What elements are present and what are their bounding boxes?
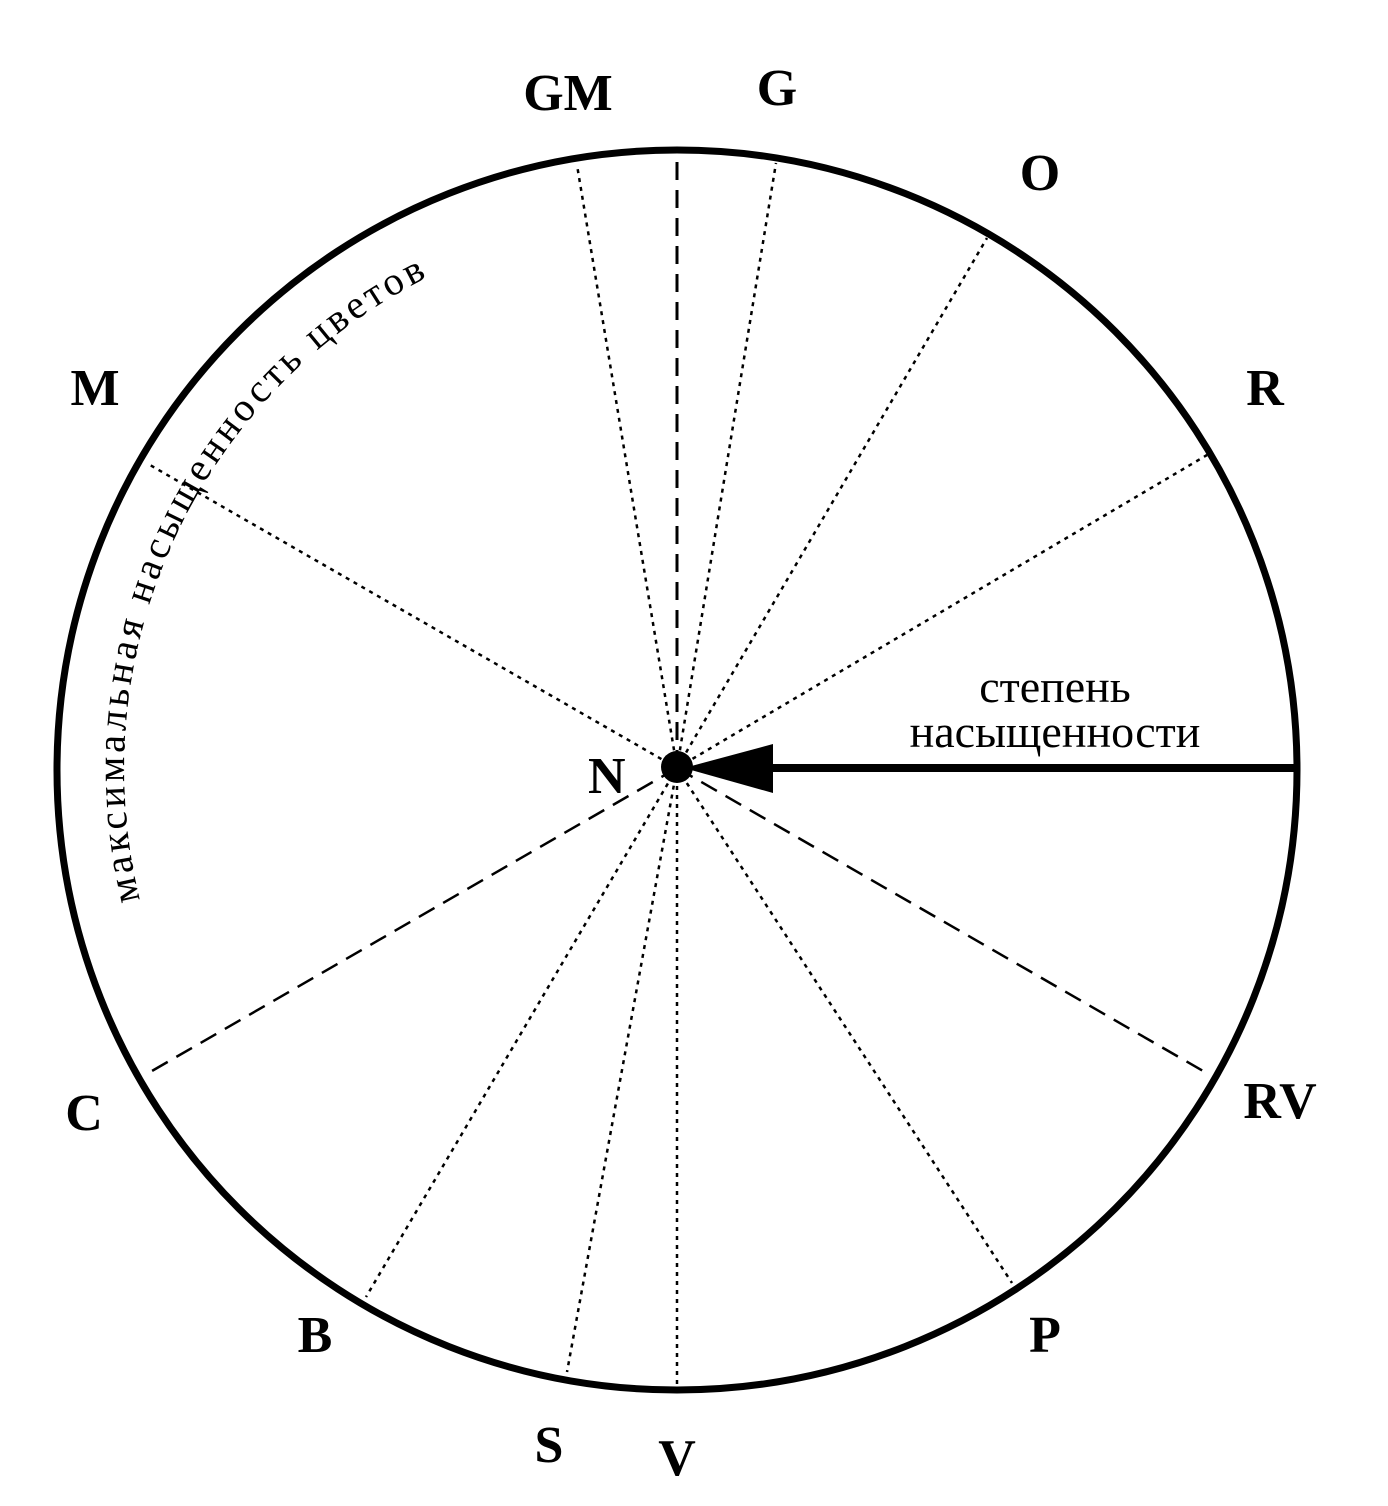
hue-label-c: C [65, 1085, 103, 1142]
radius-line-b [364, 767, 679, 1298]
radius-line-r [676, 453, 1208, 770]
saturation-arrow-head [684, 744, 773, 793]
center-label: N [588, 748, 626, 805]
hue-label-b: B [298, 1307, 333, 1364]
radius-line-g [675, 162, 778, 769]
hue-label-p: P [1029, 1307, 1061, 1364]
hue-labels: GM G O R RV P V S B C M [65, 60, 1316, 1487]
hue-label-gm: GM [523, 65, 613, 122]
radius-line-gm [575, 164, 679, 769]
hue-label-v: V [658, 1430, 696, 1487]
radius-line-c [144, 766, 678, 1077]
radius-label-line2: насыщенности [910, 706, 1201, 757]
hue-label-m: M [70, 360, 119, 417]
radius-label-line1: степень [979, 661, 1131, 712]
radius-line-p [675, 767, 1014, 1284]
hue-radii [144, 155, 1211, 1388]
circumference-label: максимальная насыщенность цветов [88, 246, 431, 908]
radius-line-rv [676, 766, 1211, 1077]
circumference-label-path: максимальная насыщенность цветов [88, 246, 431, 908]
radius-line-o [675, 237, 989, 769]
neutral-point [661, 751, 693, 783]
hue-label-s: S [535, 1417, 564, 1474]
radius-line-m [149, 463, 678, 770]
hue-label-o: O [1020, 145, 1060, 202]
hue-label-rv: RV [1243, 1073, 1316, 1130]
hue-label-g: G [757, 60, 797, 117]
radius-line-s [565, 767, 679, 1373]
hue-label-r: R [1246, 360, 1285, 417]
